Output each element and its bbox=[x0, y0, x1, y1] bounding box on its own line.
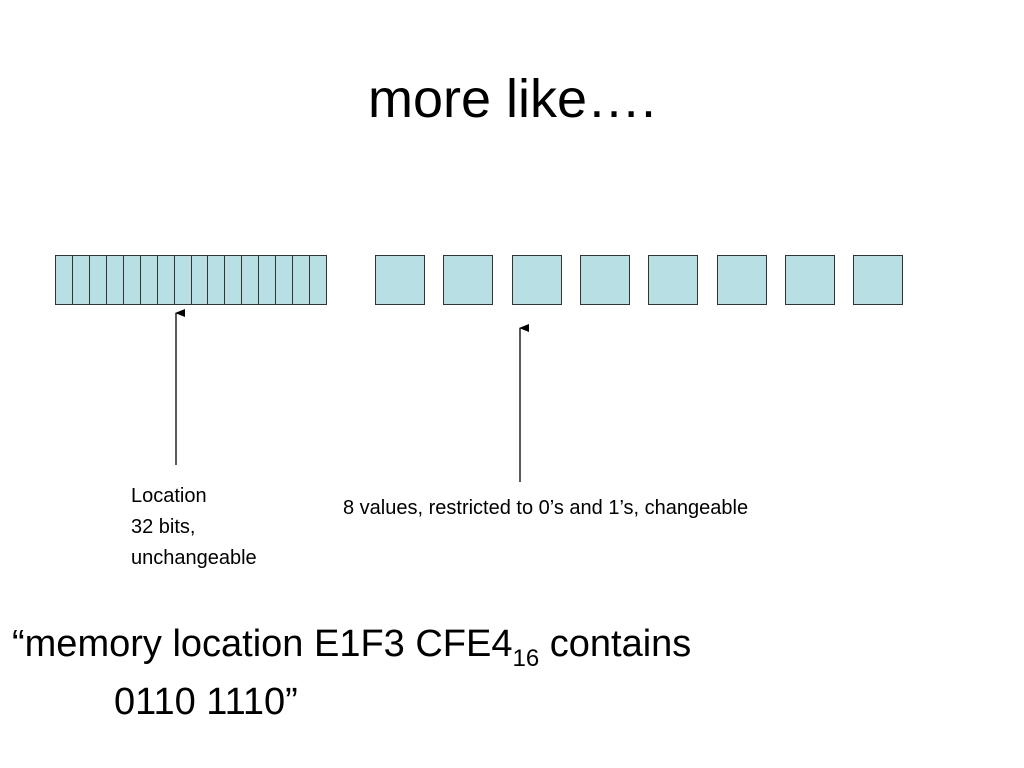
statement-line-1: “memory location E1F3 CFE416 contains bbox=[12, 615, 691, 673]
address-bit bbox=[90, 256, 107, 304]
slide-title: more like…. bbox=[367, 69, 657, 129]
location-caption-line-3: unchangeable bbox=[131, 547, 257, 569]
value-cell bbox=[512, 255, 562, 305]
address-bit bbox=[124, 256, 141, 304]
location-caption-line-1: Location bbox=[131, 485, 207, 507]
address-bit bbox=[107, 256, 124, 304]
value-cell bbox=[443, 255, 493, 305]
value-cell bbox=[580, 255, 630, 305]
values-caption: 8 values, restricted to 0’s and 1’s, cha… bbox=[343, 497, 749, 519]
address-bit bbox=[225, 256, 243, 304]
address-bit bbox=[158, 256, 175, 304]
value-cell bbox=[648, 255, 698, 305]
address-bit bbox=[276, 256, 294, 304]
address-bit bbox=[56, 256, 73, 304]
address-bit bbox=[73, 256, 90, 304]
value-cell bbox=[785, 255, 835, 305]
address-register bbox=[55, 255, 327, 305]
address-bit bbox=[175, 256, 192, 304]
location-caption-line-2: 32 bits, bbox=[131, 516, 196, 538]
address-bit bbox=[242, 256, 260, 304]
value-cell bbox=[375, 255, 425, 305]
value-cell bbox=[853, 255, 903, 305]
memory-statement: “memory location E1F3 CFE416 contains 01… bbox=[12, 615, 691, 731]
statement-line-2: 0110 1110” bbox=[114, 681, 298, 723]
location-caption: Location 32 bits, unchangeable bbox=[131, 481, 257, 574]
address-bit bbox=[259, 256, 277, 304]
value-cell bbox=[717, 255, 767, 305]
address-bit bbox=[293, 256, 311, 304]
statement-contains: contains bbox=[539, 623, 692, 665]
statement-base-subscript: 16 bbox=[512, 645, 540, 672]
statement-open-quote: “ bbox=[12, 623, 25, 665]
address-bit bbox=[192, 256, 209, 304]
address-bit bbox=[208, 256, 226, 304]
statement-address: memory location E1F3 CFE4 bbox=[24, 623, 513, 665]
address-bit bbox=[141, 256, 158, 304]
